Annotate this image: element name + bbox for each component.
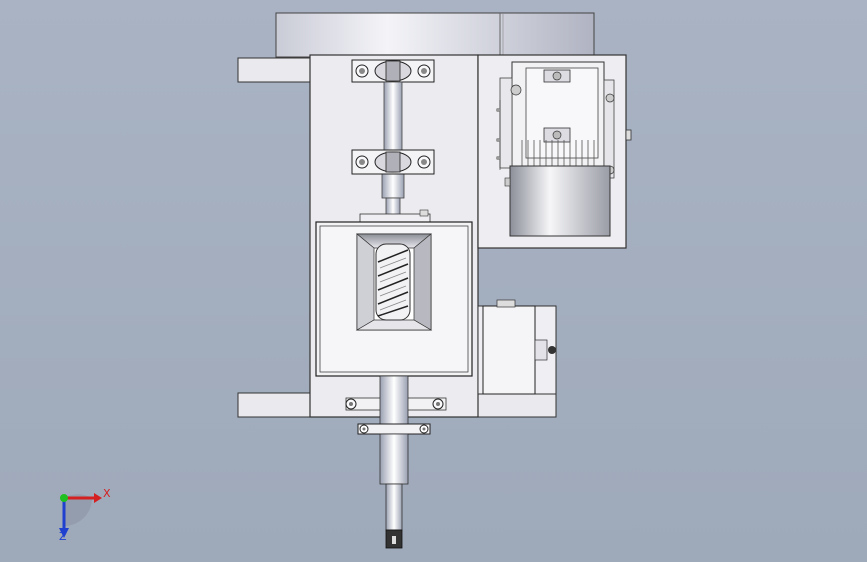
z-axis-label: Z: [59, 530, 67, 543]
gear-reducer-box[interactable]: [477, 299, 557, 395]
bearing-block-top[interactable]: [351, 59, 435, 83]
bearing-block-lower[interactable]: [351, 149, 435, 175]
motor-housing[interactable]: [275, 12, 595, 58]
drive-shaft[interactable]: [381, 81, 405, 219]
drive-motor[interactable]: [496, 61, 615, 237]
x-axis-label: X: [103, 487, 111, 500]
screw-hopper[interactable]: [355, 233, 433, 331]
orientation-triad: [59, 493, 102, 538]
discharge-tube[interactable]: [357, 375, 431, 549]
